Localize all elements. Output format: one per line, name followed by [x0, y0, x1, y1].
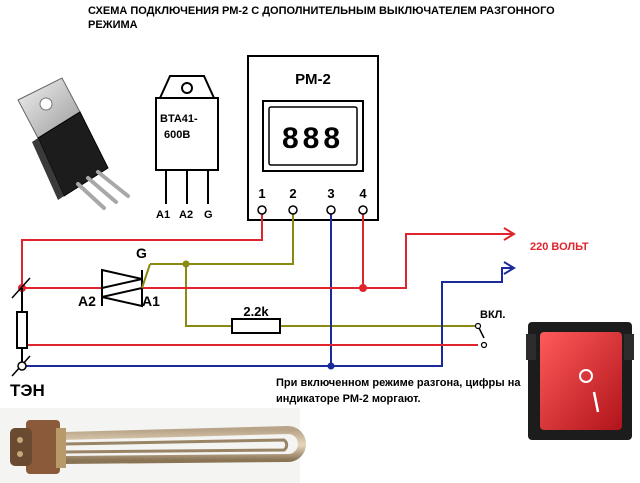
triac-symbol [101, 263, 151, 308]
junction-dots [18, 205, 368, 370]
terminal-4-label: 4 [359, 186, 367, 201]
wire-neutral-bottom [22, 267, 512, 367]
wire-terminal-1 [21, 210, 263, 288]
controller-name: РМ-2 [295, 71, 331, 88]
heater-label: ТЭН [10, 381, 45, 400]
triac-photo [17, 77, 130, 210]
note-line1: При включенном режиме разгона, цифры на [276, 377, 521, 389]
triac-pin-a2-label: A2 [179, 209, 193, 221]
resistor-symbol [231, 318, 281, 334]
terminal-1-label: 1 [258, 186, 265, 201]
switch-symbol [474, 322, 488, 349]
heating-element-photo [0, 408, 306, 483]
switch-label: ВКЛ. [480, 309, 505, 321]
rocker-switch-photo [526, 322, 634, 440]
triac-pin-a1-label: A1 [156, 209, 170, 221]
terminal-2-label: 2 [289, 186, 296, 201]
controller-pm2: РМ-2 888 1 2 3 4 [247, 55, 379, 221]
supply-arrows [503, 227, 516, 275]
triac-part-line2: 600B [164, 129, 190, 141]
diagram-title-line2: РЕЖИМА [88, 19, 138, 31]
triac-part-line1: BTA41- [160, 113, 198, 125]
terminal-3-label: 3 [327, 186, 334, 201]
gate-label: G [136, 245, 147, 261]
diagram-title-line1: СХЕМА ПОДКЛЮЧЕНИЯ РМ-2 С ДОПОЛНИТЕЛЬНЫМ … [88, 5, 555, 17]
resistor-value: 2.2k [243, 304, 269, 319]
a1-label: A1 [142, 293, 160, 309]
triac-outline: BTA41- 600B A1 A2 G [155, 75, 219, 221]
wires [21, 210, 512, 367]
supply-voltage-label: 220 ВОЛЬТ [530, 241, 589, 253]
wire-terminal-2-gate [185, 210, 294, 327]
a2-label: A2 [78, 293, 96, 309]
note-line2: индикаторе РМ-2 моргают. [276, 393, 421, 405]
controller-display: 888 [282, 122, 344, 155]
triac-pin-g-label: G [204, 209, 213, 221]
heater-symbol [11, 277, 31, 377]
wire-a1-line [142, 233, 512, 289]
